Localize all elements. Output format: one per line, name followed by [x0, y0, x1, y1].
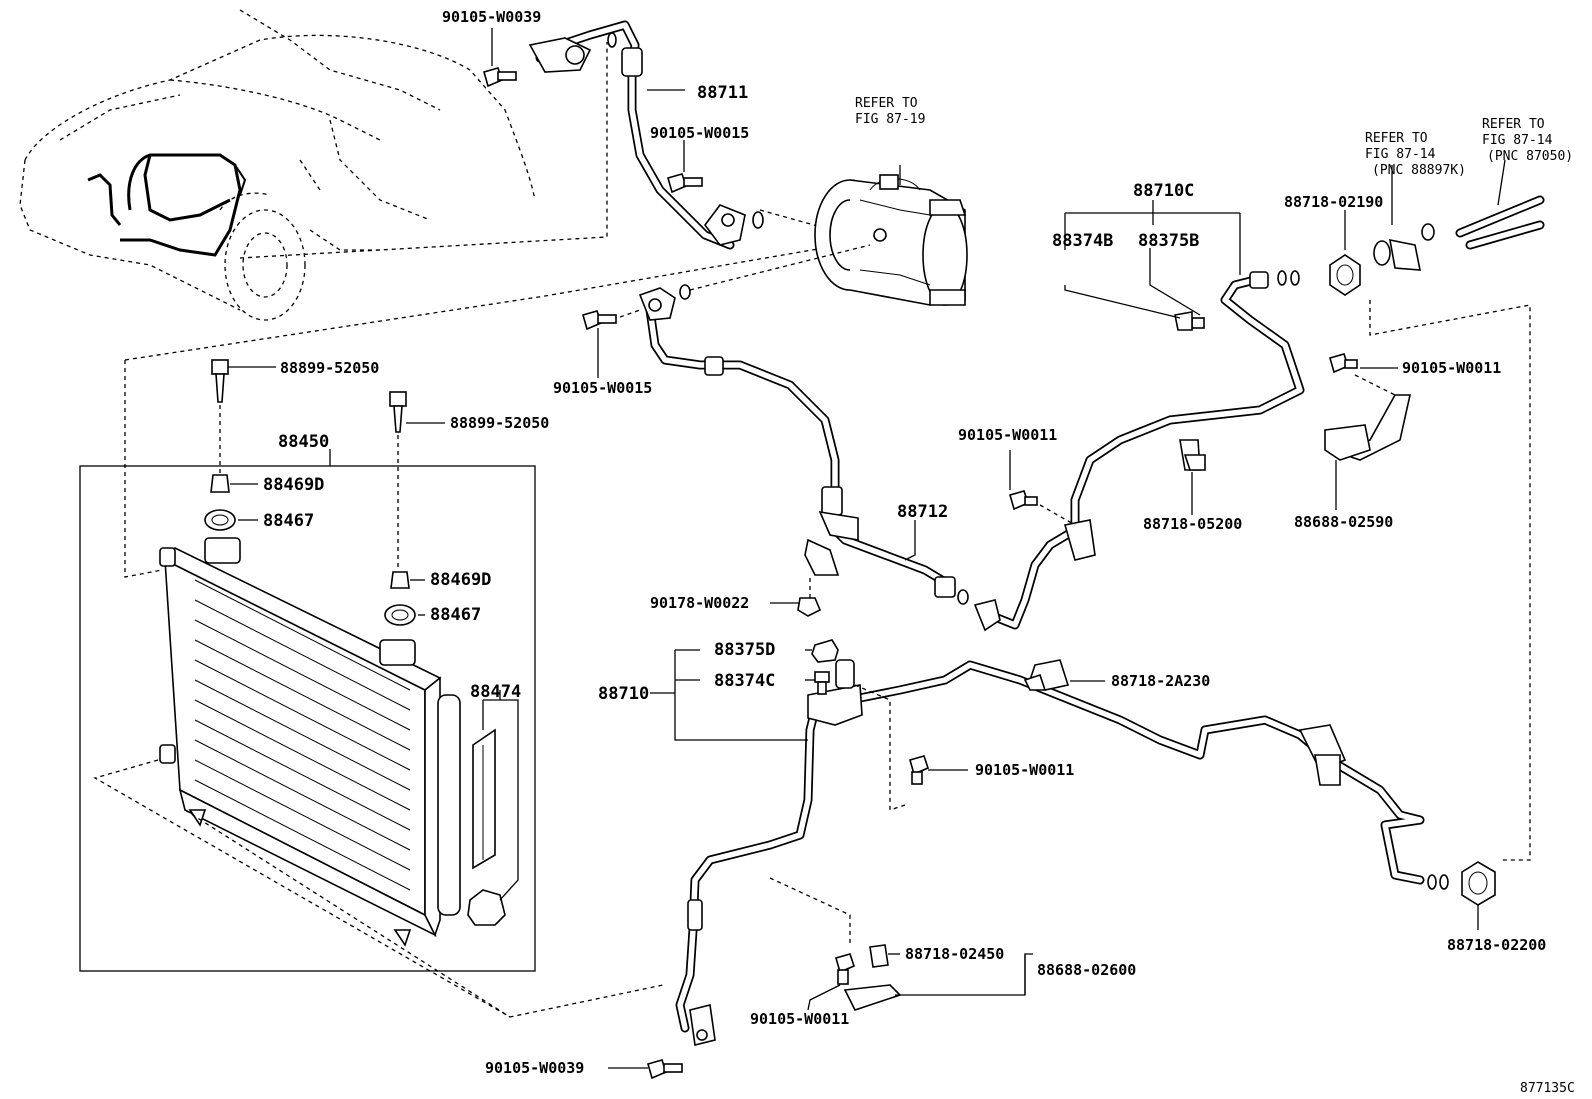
- label-90105-w0011-center: 90105-W0011: [975, 761, 1074, 779]
- clamp-icon: [1179, 439, 1206, 471]
- label-88710: 88710: [598, 684, 649, 704]
- compressor-icon: [814, 165, 968, 306]
- o-ring-icon: [1373, 223, 1435, 271]
- pipe-88712: [638, 284, 969, 605]
- label-refer-to-87-14-a-line3: (PNC 88897K): [1372, 163, 1466, 178]
- bracket-icon: [843, 984, 902, 1011]
- label-90105-w0011-bottom: 90105-W0011: [750, 1010, 849, 1028]
- bolt-icon: [389, 391, 407, 433]
- label-90178-w0022: 90178-W0022: [650, 594, 749, 612]
- leader-car-to-condenser: [124, 239, 871, 361]
- label-88718-02450: 88718-02450: [905, 945, 1004, 963]
- label-88899-52050-a: 88899-52050: [280, 359, 379, 377]
- figure-id: 877135C: [1520, 1081, 1575, 1096]
- label-88712: 88712: [897, 502, 948, 522]
- label-refer-to-87-14-a-line2: FIG 87-14: [1365, 147, 1436, 162]
- o-ring-icon: [204, 474, 236, 531]
- bolt-icon: [909, 755, 929, 785]
- nut-icon: [797, 597, 822, 617]
- label-88718-05200: 88718-05200: [1143, 515, 1242, 533]
- label-90105-w0039-top: 90105-W0039: [442, 8, 541, 26]
- label-90105-w0011-mid: 90105-W0011: [958, 426, 1057, 444]
- label-88718-2a230: 88718-2A230: [1111, 672, 1210, 690]
- cap-icon: [811, 639, 839, 663]
- label-refer-to-87-14-b-line1: REFER TO: [1482, 117, 1545, 132]
- bolt-icon: [647, 1059, 683, 1080]
- label-88374c: 88374C: [714, 671, 775, 691]
- label-88899-52050-b: 88899-52050: [450, 414, 549, 432]
- leader-car-to-pipe: [239, 42, 608, 259]
- label-refer-to-87-14-b-line2: FIG 87-14: [1482, 133, 1553, 148]
- label-refer-to-87-19-line2: FIG 87-19: [855, 112, 925, 127]
- label-88688-02590: 88688-02590: [1294, 513, 1393, 531]
- bolt-icon: [835, 953, 855, 985]
- label-88374b: 88374B: [1052, 231, 1113, 251]
- label-88375b: 88375B: [1138, 231, 1199, 251]
- label-88450: 88450: [278, 432, 329, 452]
- label-88474: 88474: [470, 682, 521, 702]
- label-90105-w0039-bottom: 90105-W0039: [485, 1059, 584, 1077]
- label-90105-w0011-right: 90105-W0011: [1402, 359, 1501, 377]
- label-88711: 88711: [697, 83, 748, 103]
- leader-condenser-left: [124, 360, 163, 578]
- condenser-frame: [79, 465, 536, 972]
- valve-core-icon: [814, 671, 830, 695]
- clamp-icon: [869, 944, 889, 968]
- o-ring-icon: [384, 571, 416, 626]
- nut-icon: [1461, 861, 1496, 906]
- label-88467-b: 88467: [430, 605, 481, 625]
- pipe-88710: [675, 659, 1449, 1046]
- label-88469d-a: 88469D: [263, 475, 324, 495]
- label-refer-to-87-19-line1: REFER TO: [855, 96, 918, 111]
- clamp-icon: [1023, 659, 1070, 691]
- pipe-88710c: [973, 270, 1305, 632]
- label-refer-to-87-14-b-line3: (PNC 87050): [1487, 149, 1573, 164]
- label-refer-to-87-14-a-line1: REFER TO: [1365, 131, 1428, 146]
- bolt-icon: [667, 173, 703, 194]
- bolt-icon: [483, 67, 517, 88]
- label-88467-a: 88467: [263, 511, 314, 531]
- bracket-icon: [1324, 394, 1411, 461]
- bolt-icon: [1009, 490, 1038, 511]
- bolt-icon: [211, 359, 229, 403]
- nut-icon: [1329, 254, 1361, 296]
- label-88375d: 88375D: [714, 640, 775, 660]
- label-88718-02190: 88718-02190: [1284, 193, 1383, 211]
- label-88469d-b: 88469D: [430, 570, 491, 590]
- car-icon: [19, 9, 536, 321]
- label-88718-02200: 88718-02200: [1447, 936, 1546, 954]
- label-88688-02600: 88688-02600: [1037, 961, 1136, 979]
- label-90105-w0015-mid: 90105-W0015: [553, 379, 652, 397]
- label-88710c: 88710C: [1133, 181, 1194, 201]
- pipe-88711: [528, 20, 764, 250]
- label-90105-w0015-top: 90105-W0015: [650, 124, 749, 142]
- filter-desiccant-icon: [467, 728, 506, 926]
- bolt-icon: [1329, 353, 1358, 374]
- bolt-icon: [582, 310, 617, 331]
- condenser-icon: [159, 537, 461, 947]
